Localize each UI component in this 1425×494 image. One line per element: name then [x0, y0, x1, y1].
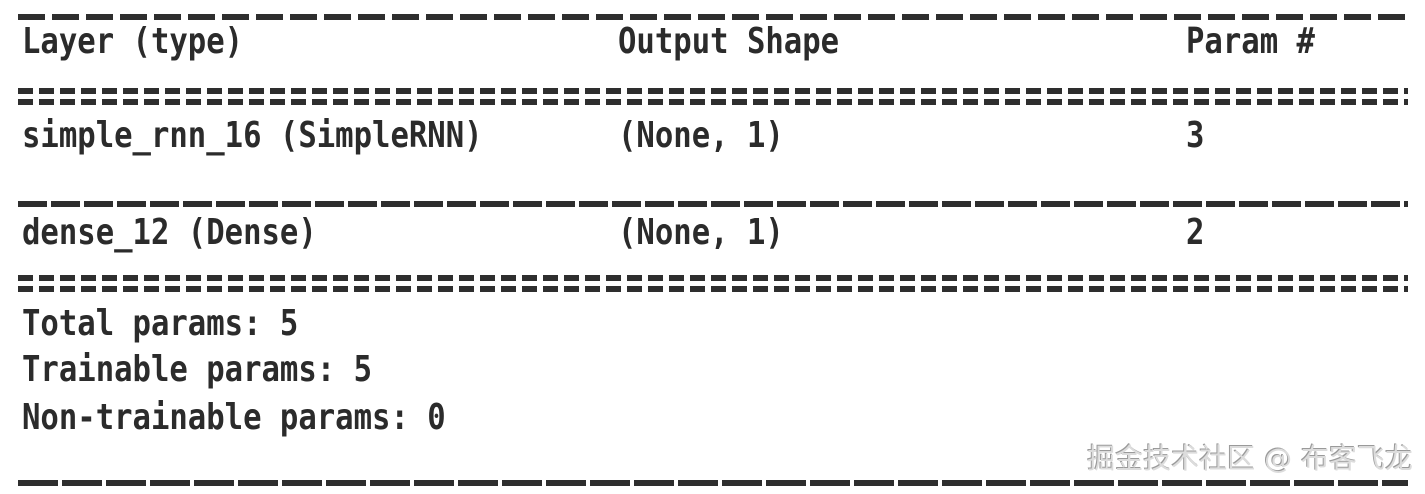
trainable-params-line: Trainable params: 5 [0, 348, 1425, 392]
output-shape-value: (None, 1) [618, 212, 784, 253]
trainable-params-text: Trainable params: 5 [22, 349, 373, 390]
separator-bottom [18, 480, 1408, 486]
separator-double-bar [18, 99, 1408, 105]
layer-name-dense: dense_12 (Dense) [22, 212, 317, 253]
separator-top-dashed [18, 14, 1408, 20]
param-count-value: 3 [1186, 115, 1205, 156]
summary-header-row: Layer (type) Output Shape Param # [0, 20, 1425, 64]
separator-double-bar [18, 286, 1408, 292]
non-trainable-params-text: Non-trainable params: 0 [22, 397, 446, 438]
separator-double-bar [18, 88, 1408, 94]
table-row: simple_rnn_16 (SimpleRNN) (None, 1) 3 [0, 114, 1425, 158]
separator-double-after-header [18, 88, 1408, 105]
juejin-watermark: 掘金技术社区 @ 布客飞龙 [1087, 442, 1413, 475]
column-header-output-shape: Output Shape [618, 21, 840, 62]
non-trainable-params-line: Non-trainable params: 0 [0, 396, 1425, 440]
total-params-text: Total params: 5 [22, 303, 299, 344]
table-row: dense_12 (Dense) (None, 1) 2 [0, 211, 1425, 255]
output-shape-value: (None, 1) [618, 115, 784, 156]
param-count-value: 2 [1186, 212, 1205, 253]
separator-double-after-rows [18, 275, 1408, 292]
separator-single-between-rows [18, 201, 1408, 207]
total-params-line: Total params: 5 [0, 302, 1425, 346]
column-header-param-count: Param # [1186, 21, 1315, 62]
column-header-layer-type: Layer (type) [22, 21, 244, 62]
layer-name-simple-rnn: simple_rnn_16 (SimpleRNN) [22, 115, 483, 156]
separator-double-bar [18, 275, 1408, 281]
